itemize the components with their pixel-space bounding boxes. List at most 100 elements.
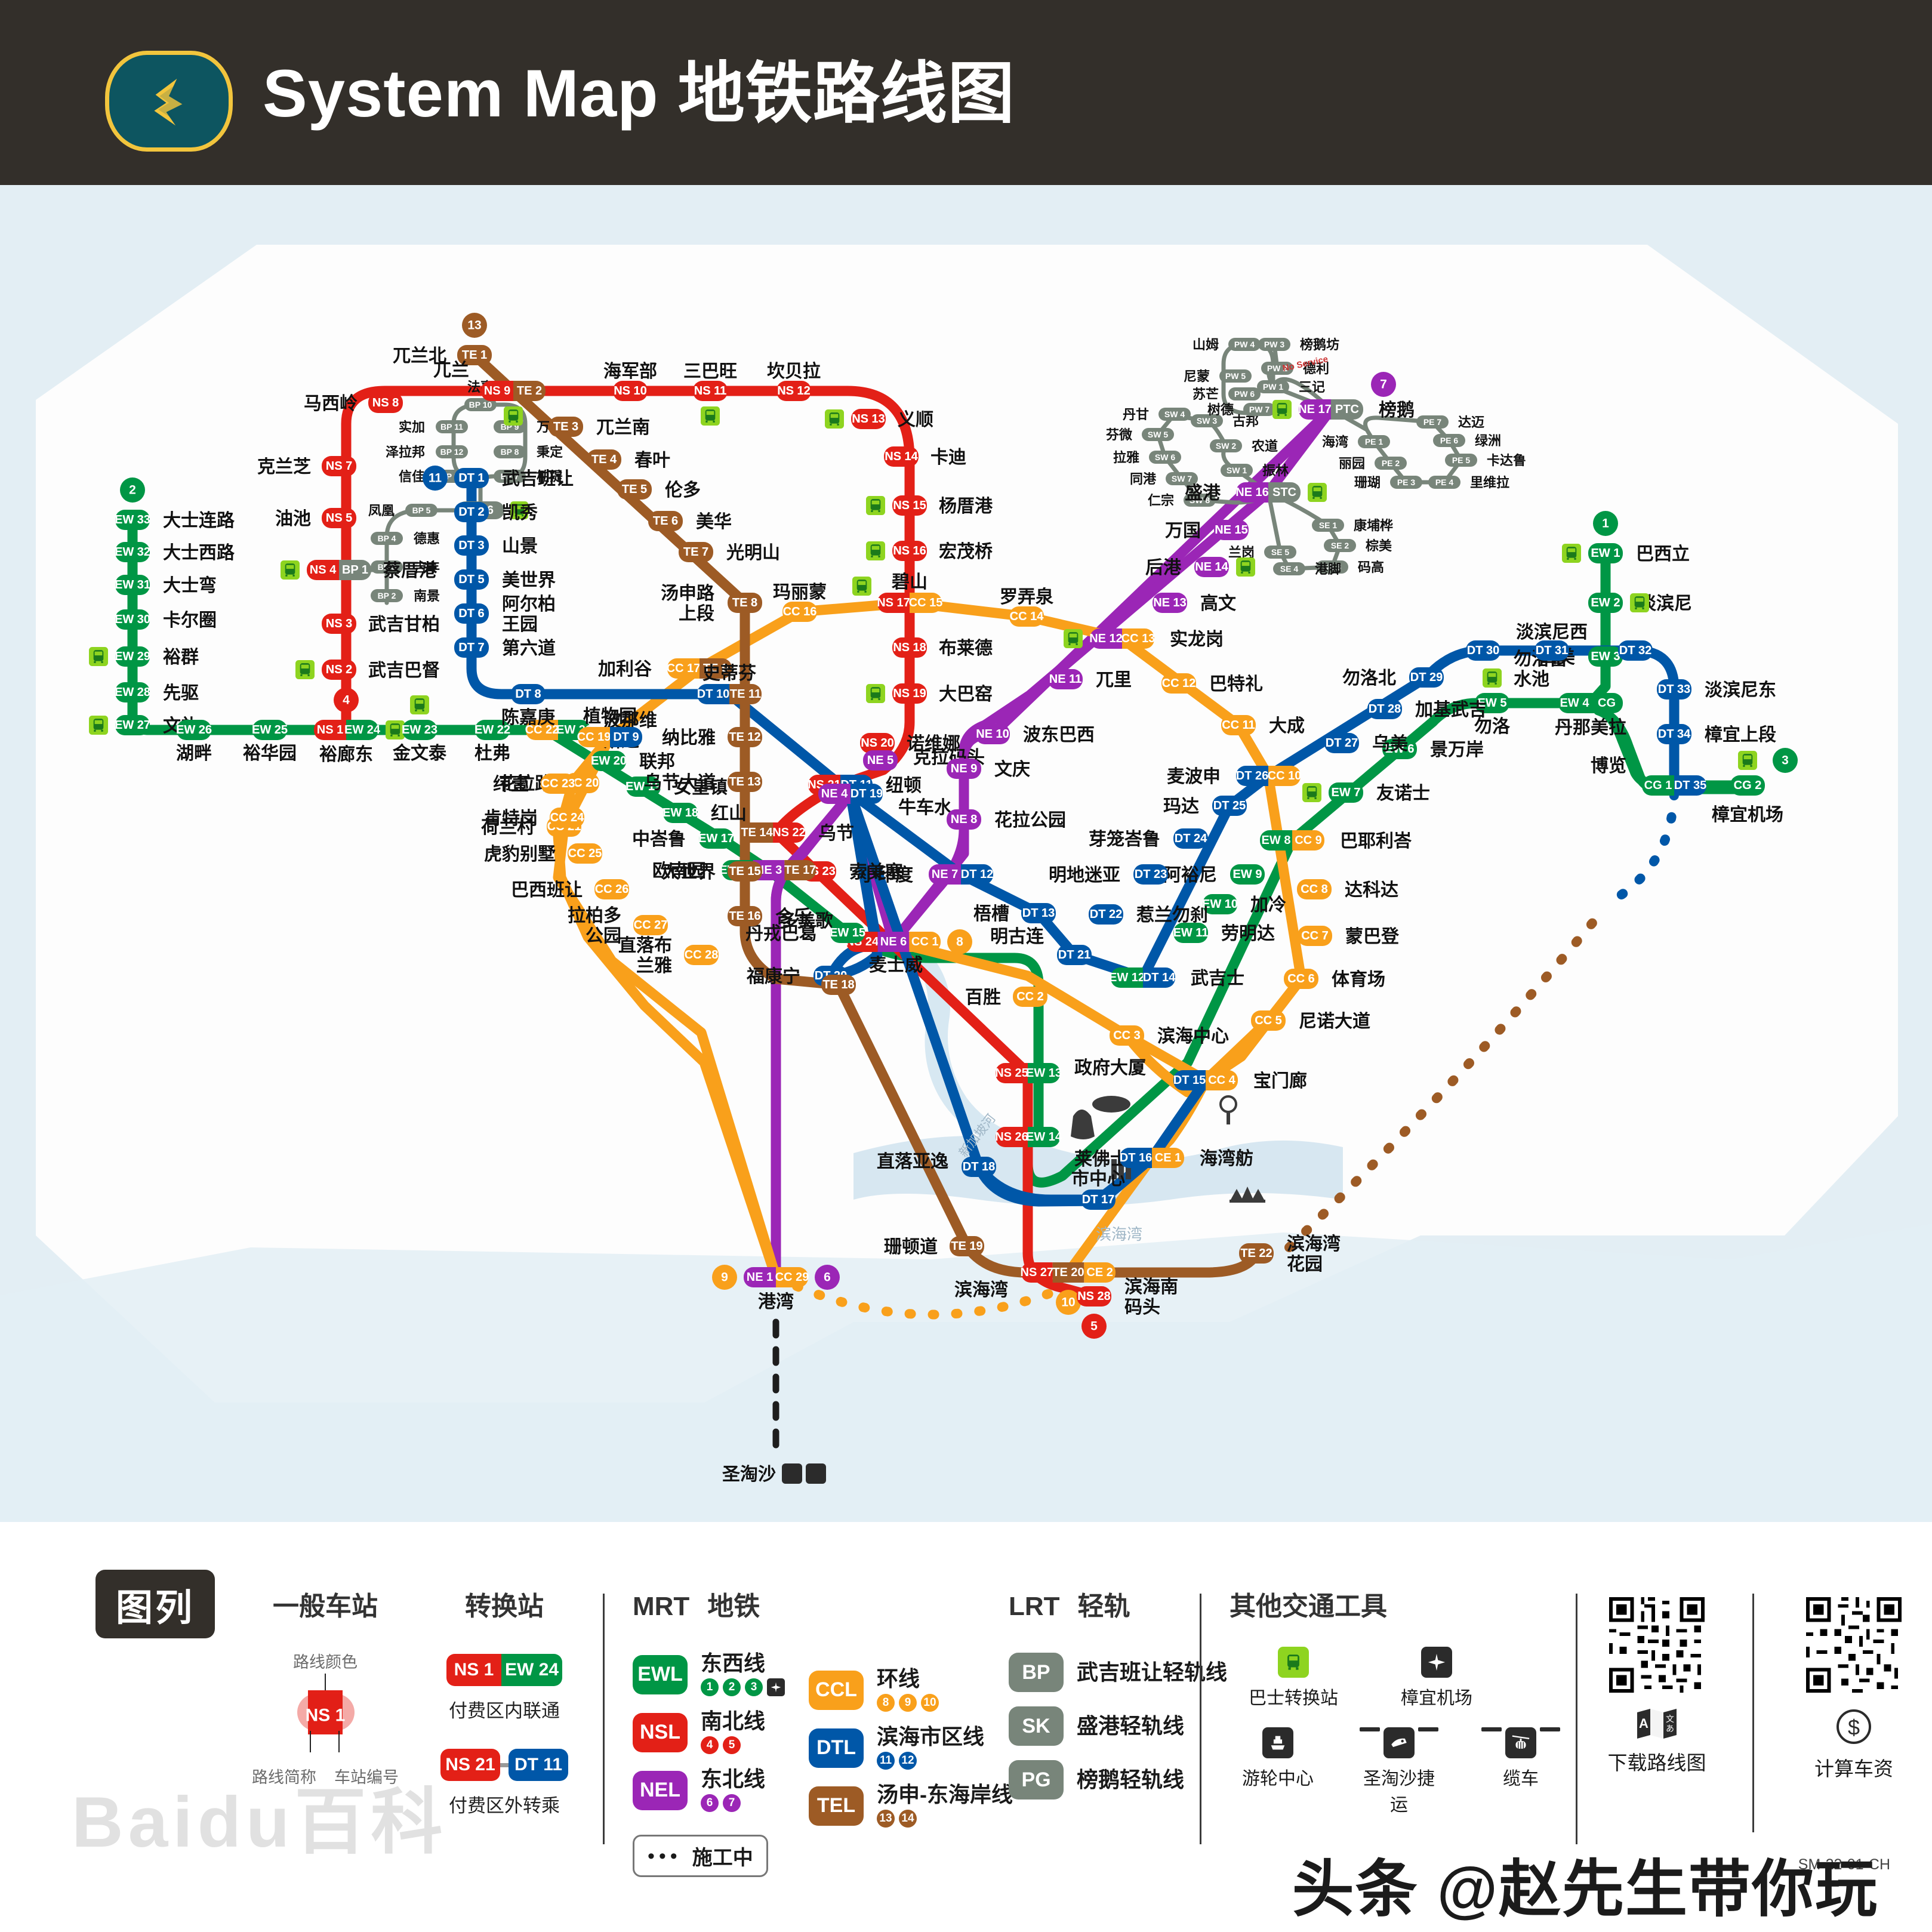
lrt-station[interactable]: PE 3珊瑚 bbox=[1354, 475, 1422, 490]
lrt-station[interactable]: SW 7同港 bbox=[1130, 472, 1198, 486]
system-map[interactable]: .ln{fill:none;stroke-linecap:round;strok… bbox=[0, 185, 1932, 1522]
lrt-station[interactable]: SW 4丹甘 bbox=[1123, 407, 1191, 422]
station[interactable]: EW 5EW 5勿洛 bbox=[1474, 668, 1511, 737]
lrt-station[interactable]: PW 4山姆 bbox=[1193, 337, 1261, 352]
lrt-station[interactable]: PW 5尼蒙 bbox=[1184, 369, 1252, 384]
lrt-station[interactable]: PW 6苏芒 bbox=[1193, 387, 1261, 402]
qr-fare-calculator[interactable]: $ 计算车资 bbox=[1802, 1594, 1905, 1782]
station[interactable]: NS 5NS 5油池 bbox=[275, 508, 356, 529]
lrt-station[interactable]: PW 7树德 bbox=[1207, 402, 1275, 417]
lrt-station[interactable]: BP 5凤凰 bbox=[368, 503, 437, 518]
